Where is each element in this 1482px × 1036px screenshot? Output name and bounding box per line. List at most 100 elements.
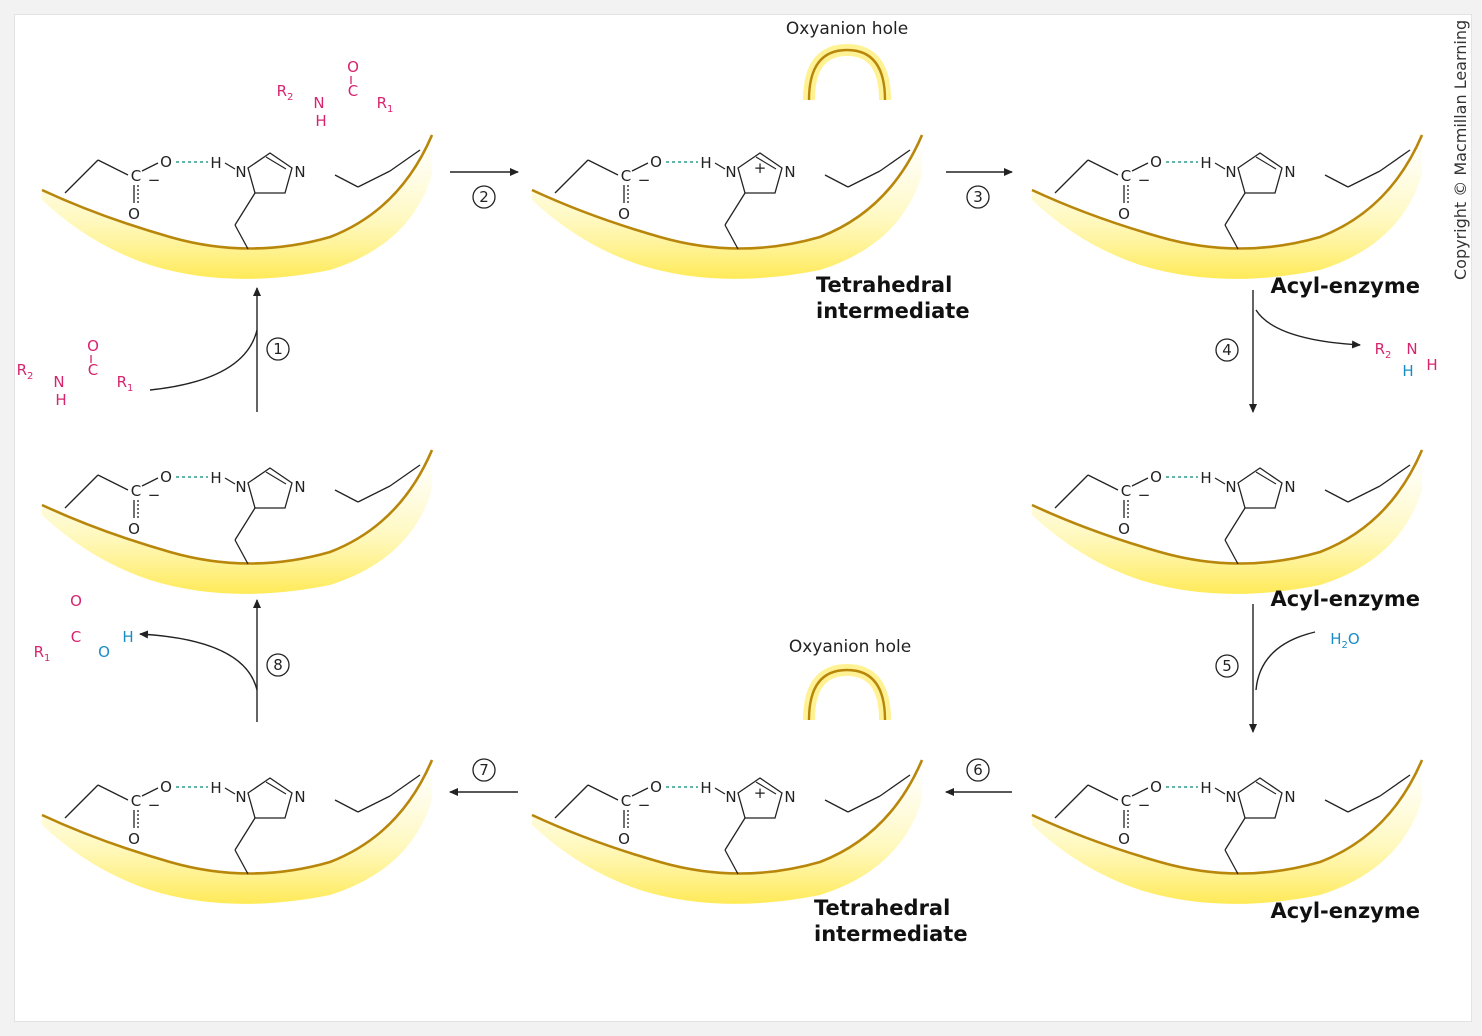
ser-bond-1	[1324, 174, 1349, 188]
asp-bond-1	[64, 159, 99, 194]
asp-oxygen-1: O	[160, 153, 172, 171]
his-h: H	[700, 154, 711, 172]
his-n1: N	[1225, 163, 1236, 181]
asp-oxygen-1: O	[160, 778, 172, 796]
imidazole-double	[1255, 781, 1277, 795]
asp-charge: −	[1138, 796, 1151, 814]
his-h: H	[700, 779, 711, 797]
asp-charge: −	[148, 486, 161, 504]
his-chain-1	[1224, 192, 1246, 226]
step-8-number: 8	[273, 656, 283, 674]
step-7-circle	[472, 758, 496, 782]
his-nh-bond	[714, 162, 726, 170]
asp-oxygen-1: O	[1150, 468, 1162, 486]
imidazole-double	[265, 781, 287, 795]
asp-oxygen-2: O	[128, 830, 140, 848]
step-6-circle	[966, 758, 990, 782]
imidazole-ring	[247, 467, 293, 509]
acid-o: O	[70, 592, 82, 610]
ser-bond-1	[1324, 799, 1349, 813]
oxyanion-hole-glow	[803, 663, 891, 721]
amine-h2: H	[1426, 356, 1437, 374]
asp-oxygen-2: O	[618, 830, 630, 848]
acyl-enzyme-label-2: Acyl-enzyme	[1270, 587, 1420, 611]
asp-oxygen-2: O	[618, 205, 630, 223]
amine-r2: R2	[1375, 340, 1392, 361]
his-chain-1	[1224, 507, 1246, 541]
imidazole-ring	[1237, 467, 1283, 509]
ser-bond-1	[334, 174, 359, 188]
oxyanion-hole-label-bottom: Oxyanion hole	[789, 637, 911, 657]
asp-bond-2	[587, 159, 619, 176]
asp-bond-co	[141, 477, 159, 487]
imidazole-ring	[1237, 777, 1283, 819]
asp-bond-2	[1087, 474, 1119, 491]
his-n2: N	[294, 163, 305, 181]
pocket-glow	[1032, 760, 1422, 904]
his-plus: +	[754, 784, 767, 802]
asp-bond-co	[1131, 477, 1149, 487]
step-2-circle	[472, 185, 496, 209]
ser-bond-3	[389, 464, 421, 487]
asp-charge: −	[1138, 486, 1151, 504]
asp-oxygen-1: O	[1150, 778, 1162, 796]
his-nh-bond	[1214, 477, 1226, 485]
step-5-number: 5	[1222, 657, 1232, 675]
tetrahedral-label-bottom-1: Tetrahedral	[814, 896, 950, 920]
water-entry-curve	[1255, 631, 1316, 691]
asp-bond-co	[1131, 162, 1149, 172]
his-chain-2	[234, 849, 249, 875]
oxyanion-hole-outline	[807, 48, 887, 101]
asp-bond-1	[1054, 159, 1089, 194]
his-nh-bond	[1214, 162, 1226, 170]
step-1-circle	[266, 337, 290, 361]
his-n1: N	[1225, 478, 1236, 496]
tetrahedral-label-top-2: intermediate	[816, 299, 970, 323]
ser-bond-1	[334, 489, 359, 503]
his-n1: N	[235, 788, 246, 806]
asp-oxygen-2: O	[1118, 520, 1130, 538]
substrate-incoming-o: O	[87, 337, 99, 355]
asp-charge: −	[638, 796, 651, 814]
substrate-incoming-r1: R1	[117, 373, 134, 394]
ser-bond-1	[824, 799, 849, 813]
asp-oxygen-1: O	[650, 778, 662, 796]
asp-bond-co	[141, 162, 159, 172]
ser-bond-3	[389, 149, 421, 172]
copyright-text: Copyright © Macmillan Learning	[1451, 20, 1470, 280]
ser-bond-2	[357, 795, 391, 813]
his-n1: N	[235, 163, 246, 181]
asp-oxygen-1: O	[650, 153, 662, 171]
pocket-outline	[41, 134, 434, 250]
acyl-enzyme-label-3: Acyl-enzyme	[1270, 899, 1420, 923]
oxyanion-hole-top	[803, 43, 891, 101]
imidazole-ring	[1237, 152, 1283, 194]
pocket-outline	[1031, 759, 1424, 875]
his-nh-bond	[224, 477, 236, 485]
asp-carbon: C	[1121, 482, 1131, 500]
his-n2: N	[294, 478, 305, 496]
his-n2: N	[784, 163, 795, 181]
substrate-panel1-r1: R1	[377, 94, 394, 115]
ser-bond-2	[357, 485, 391, 503]
acid-r1: R1	[34, 643, 51, 664]
asp-charge: −	[148, 171, 161, 189]
acid-oh-o: O	[98, 643, 110, 661]
his-chain-1	[234, 507, 256, 541]
asp-charge: −	[1138, 171, 1151, 189]
asp-bond-co	[631, 162, 649, 172]
his-chain-2	[1224, 539, 1239, 565]
substrate-panel1-c: C	[348, 82, 358, 100]
acid-oh-h: H	[122, 628, 133, 646]
his-n1: N	[235, 478, 246, 496]
step-2-number: 2	[479, 188, 489, 206]
asp-bond-1	[554, 784, 589, 819]
oxyanion-hole-glow	[803, 43, 891, 101]
ser-bond-3	[879, 149, 911, 172]
his-n2: N	[1284, 478, 1295, 496]
step-5-circle	[1215, 654, 1239, 678]
